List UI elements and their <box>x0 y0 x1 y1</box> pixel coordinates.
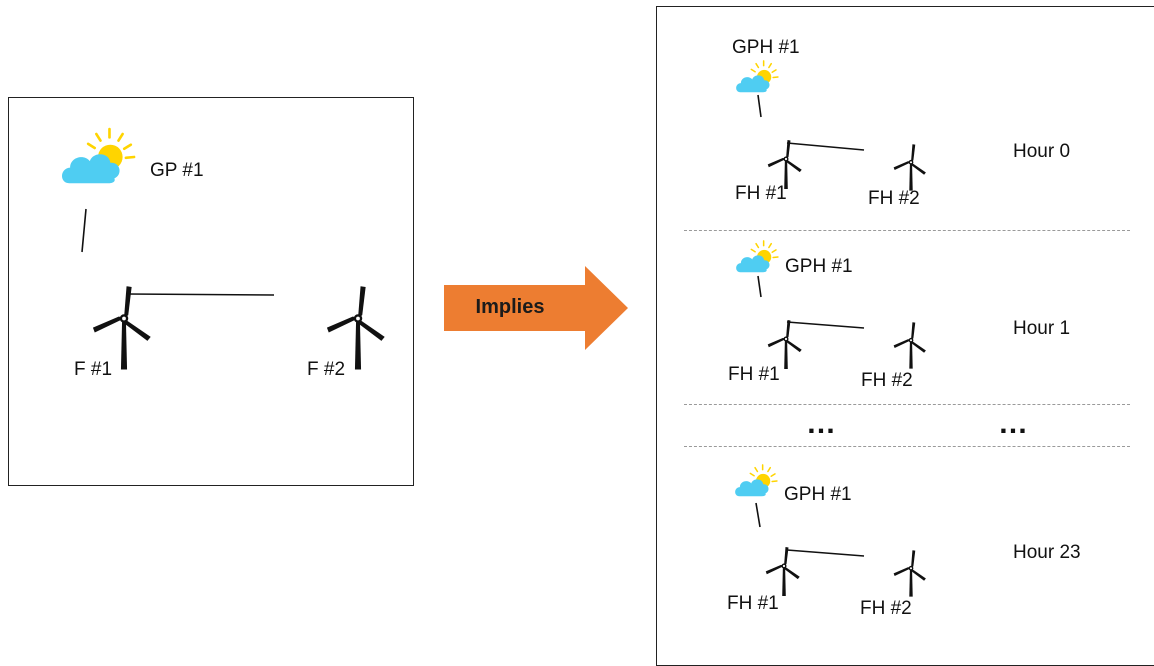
wind-turbine-icon <box>56 248 124 338</box>
hour-divider <box>684 230 1130 231</box>
fh2-label: FH #2 <box>861 370 913 391</box>
wind-turbine-icon <box>873 122 911 174</box>
arrow-label: Implies <box>475 296 545 318</box>
cloud-sun-icon <box>733 238 781 276</box>
hour-divider <box>684 446 1130 447</box>
wind-turbine-icon <box>873 528 911 580</box>
cloud-sun-icon <box>732 462 780 500</box>
hour-label: Hour 23 <box>1013 542 1081 563</box>
fh1-label: FH #1 <box>728 364 780 385</box>
wind-turbine-icon <box>746 116 786 172</box>
ellipsis-right: … <box>998 407 1029 440</box>
wind-turbine-icon <box>873 300 911 352</box>
fh1-label: FH #1 <box>727 593 779 614</box>
gph-label: GPH #1 <box>785 256 853 277</box>
wind-turbine-icon <box>746 296 786 352</box>
farm1-label: F #1 <box>74 359 113 380</box>
cloud-sun-icon <box>733 58 781 96</box>
fh2-label: FH #2 <box>860 598 912 619</box>
left-panel <box>8 97 414 486</box>
wind-turbine-icon <box>290 248 358 338</box>
cloud-sun-icon <box>57 124 139 190</box>
gph-label: GPH #1 <box>784 484 852 505</box>
hour-divider <box>684 404 1130 405</box>
hour-label: Hour 1 <box>1013 318 1071 339</box>
ellipsis-left: … <box>806 407 837 440</box>
fh2-label: FH #2 <box>868 188 920 209</box>
farm2-label: F #2 <box>307 359 346 380</box>
fh1-label: FH #1 <box>735 183 787 204</box>
implies-arrow-icon <box>444 266 628 350</box>
gp-label: GP #1 <box>150 160 204 181</box>
wind-turbine-icon <box>744 523 784 579</box>
hour-label: Hour 0 <box>1013 141 1071 162</box>
gph-label: GPH #1 <box>732 37 800 58</box>
